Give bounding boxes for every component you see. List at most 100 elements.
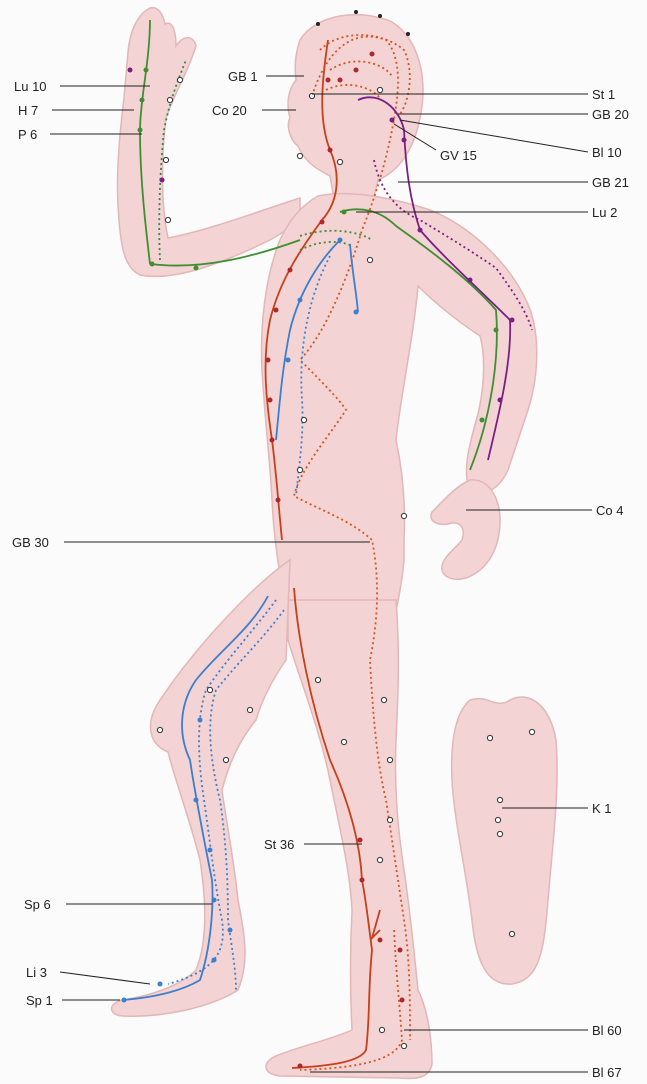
- point-dot: [360, 878, 365, 883]
- point-dot: [400, 998, 405, 1003]
- label-gb1: GB 1: [228, 69, 258, 84]
- point-dot: [377, 857, 382, 862]
- label-sp1: Sp 1: [26, 993, 53, 1008]
- point-dot: [212, 898, 217, 903]
- point-dot: [167, 97, 172, 102]
- point-dot: [165, 217, 170, 222]
- point-dot: [510, 318, 515, 323]
- point-dot: [338, 78, 343, 83]
- point-dot: [401, 1043, 406, 1048]
- point-dot: [194, 266, 199, 271]
- point-dot: [337, 159, 342, 164]
- point-dot: [377, 87, 382, 92]
- point-dot: [270, 438, 275, 443]
- point-dot: [379, 1027, 384, 1032]
- label-bl10: Bl 10: [592, 145, 622, 160]
- point-dot: [212, 958, 217, 963]
- point-dot: [150, 262, 155, 267]
- point-dot: [194, 798, 199, 803]
- point-dot: [509, 931, 514, 936]
- point-dot: [301, 417, 306, 422]
- point-dot: [494, 328, 499, 333]
- label-lu10: Lu 10: [14, 79, 47, 94]
- point-dot: [297, 153, 302, 158]
- point-dot: [529, 729, 534, 734]
- point-dot: [157, 727, 162, 732]
- point-dot: [354, 68, 359, 73]
- point-dot: [354, 310, 359, 315]
- point-dot: [298, 298, 303, 303]
- leader-bl10: [400, 120, 588, 152]
- point-dot: [122, 998, 127, 1003]
- point-dot: [341, 739, 346, 744]
- point-dot: [198, 718, 203, 723]
- raised-arm: [117, 8, 300, 277]
- label-lu2: Lu 2: [592, 205, 617, 220]
- point-dot: [338, 238, 343, 243]
- point-dot: [480, 418, 485, 423]
- leader-li3: [60, 972, 150, 984]
- point-dot: [370, 52, 375, 57]
- point-dot: [144, 68, 149, 73]
- label-co4: Co 4: [596, 503, 623, 518]
- point-dot: [354, 10, 358, 14]
- body-silhouette: [112, 8, 558, 1079]
- point-dot: [223, 757, 228, 762]
- point-dot: [298, 1064, 303, 1069]
- point-dot: [274, 308, 279, 313]
- head: [288, 15, 423, 205]
- label-gb30: GB 30: [12, 535, 49, 550]
- label-li3: Li 3: [26, 965, 47, 980]
- label-bl67: Bl 67: [592, 1065, 622, 1080]
- label-gb21: GB 21: [592, 175, 629, 190]
- point-dot: [378, 14, 382, 18]
- point-dot: [402, 138, 407, 143]
- label-gv15: GV 15: [440, 148, 477, 163]
- point-dot: [297, 467, 302, 472]
- point-dot: [342, 210, 347, 215]
- point-dot: [208, 848, 213, 853]
- label-gb20: GB 20: [592, 107, 629, 122]
- point-dot: [495, 817, 500, 822]
- label-bl60: Bl 60: [592, 1023, 622, 1038]
- label-st36: St 36: [264, 837, 294, 852]
- point-dot: [367, 257, 372, 262]
- point-dot: [316, 22, 320, 26]
- label-p6: P 6: [18, 127, 37, 142]
- label-k1: K 1: [592, 801, 612, 816]
- label-co20: Co 20: [212, 103, 247, 118]
- point-dot: [358, 838, 363, 843]
- point-dot: [207, 687, 212, 692]
- point-dot: [406, 32, 410, 36]
- point-dot: [286, 358, 291, 363]
- bent-leg: [112, 560, 291, 1016]
- point-dot: [387, 757, 392, 762]
- point-dot: [418, 228, 423, 233]
- point-dot: [401, 513, 406, 518]
- point-dot: [268, 398, 273, 403]
- label-sp6: Sp 6: [24, 897, 51, 912]
- point-dot: [468, 278, 473, 283]
- point-dot: [387, 817, 392, 822]
- point-dot: [228, 928, 233, 933]
- point-dot: [276, 498, 281, 503]
- point-dot: [378, 938, 383, 943]
- point-dot: [487, 735, 492, 740]
- point-dot: [398, 948, 403, 953]
- point-dot: [326, 78, 331, 83]
- point-dot: [390, 118, 395, 123]
- label-st1: St 1: [592, 87, 615, 102]
- point-dot: [315, 677, 320, 682]
- foot-sole: [452, 697, 557, 984]
- point-dot: [177, 77, 182, 82]
- point-dot: [140, 98, 145, 103]
- point-dot: [266, 358, 271, 363]
- point-dot: [158, 982, 163, 987]
- point-dot: [381, 697, 386, 702]
- point-dot: [497, 797, 502, 802]
- label-h7: H 7: [18, 103, 38, 118]
- point-dot: [320, 220, 325, 225]
- point-dot: [498, 398, 503, 403]
